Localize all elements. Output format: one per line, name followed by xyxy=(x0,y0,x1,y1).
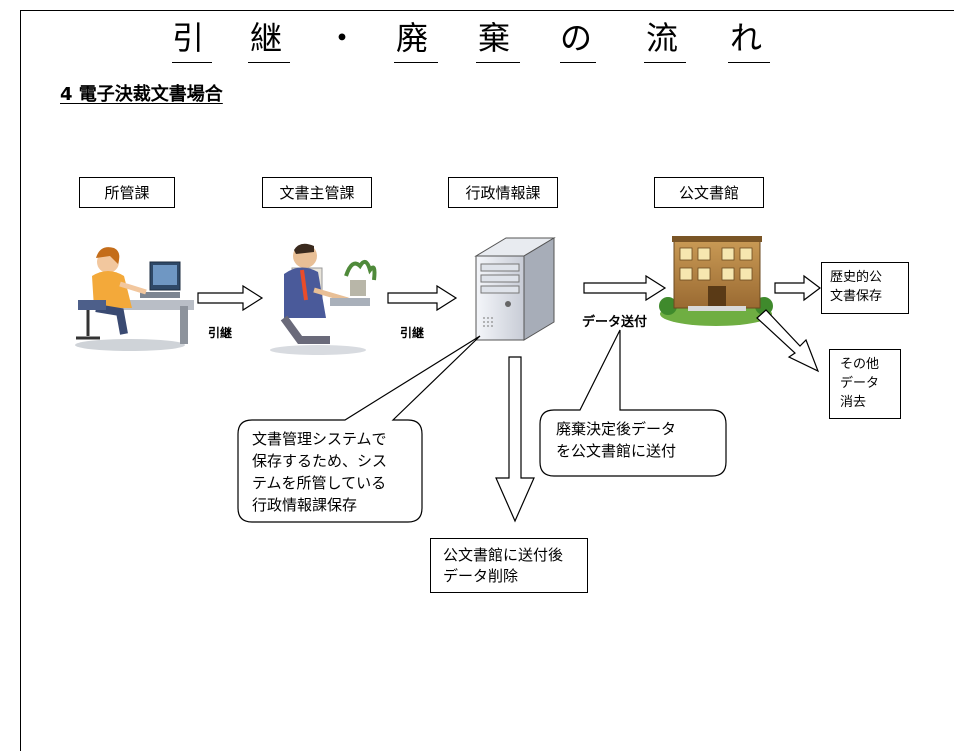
title-char: の xyxy=(560,19,593,57)
server-tower-icon xyxy=(474,237,556,341)
title-char: ・ xyxy=(326,19,359,57)
slide-frame xyxy=(20,10,954,751)
callout-system-text: 文書管理システムで 保存するため、シス テムを所管している 行政情報課保存 xyxy=(252,428,387,516)
callout-system-bubble xyxy=(237,335,481,523)
callout-line: 廃棄決定後データ xyxy=(556,420,677,438)
title-char: 廃 xyxy=(396,19,429,57)
callout-line: 行政情報課保存 xyxy=(252,496,358,514)
outcome-text-line: 公文書館に送付後 xyxy=(443,546,564,564)
callout-line: テムを所管している xyxy=(252,474,387,492)
callout-haiki-text: 廃棄決定後データ を公文書館に送付 xyxy=(556,418,676,462)
section-subtitle: 4 電子決裁文書場合 xyxy=(60,84,223,105)
diagram-graphics xyxy=(75,236,821,523)
title-char: 引 xyxy=(172,19,205,57)
archive-building-icon xyxy=(659,236,773,326)
man-at-computer-icon xyxy=(270,243,377,355)
outcome-text-line: その他 xyxy=(840,357,880,372)
outcome-text-line: 消去 xyxy=(840,395,867,410)
callout-haiki-bubble xyxy=(539,329,727,477)
title-char: 棄 xyxy=(478,19,511,57)
arrow-to-sonota xyxy=(756,309,820,373)
label-hikitsugi-2: 引継 xyxy=(400,326,425,340)
dept-box-gyosei: 行政情報課 xyxy=(448,177,558,208)
outcome-text-line: 歴史的公 xyxy=(830,270,883,285)
arrow-shokan-to-bunsho xyxy=(197,284,264,312)
label-data-soufu: データ送付 xyxy=(582,315,648,330)
callout-line: 保存するため、シス xyxy=(252,452,388,470)
title-char: 流 xyxy=(646,19,679,57)
dept-box-bunsho: 文書主管課 xyxy=(262,177,372,208)
dept-box-shokan: 所管課 xyxy=(79,177,175,208)
outcome-box-delete: 公文書館に送付後 データ削除 xyxy=(430,538,588,593)
arrow-gyosei-to-kobunsho xyxy=(583,274,667,302)
flow-arrows xyxy=(197,274,821,523)
outcome-text-line: 文書保存 xyxy=(830,289,883,304)
label-hikitsugi-1: 引継 xyxy=(208,326,233,340)
title-char: 継 xyxy=(250,19,283,57)
dept-box-kobunsho: 公文書館 xyxy=(654,177,764,208)
outcome-box-rekishi: 歴史的公 文書保存 xyxy=(821,262,909,314)
arrow-bunsho-to-gyosei xyxy=(387,284,458,312)
woman-at-computer-icon xyxy=(75,247,194,351)
outcome-text-line: データ削除 xyxy=(443,567,519,585)
arrow-down-delete xyxy=(495,356,535,523)
title-char: れ xyxy=(730,19,763,57)
arrow-to-rekishi xyxy=(774,274,821,302)
outcome-box-sonota: その他 データ 消去 xyxy=(829,349,901,419)
callout-line: 文書管理システムで xyxy=(252,430,387,448)
callout-line: を公文書館に送付 xyxy=(556,442,677,460)
outcome-text-line: データ xyxy=(840,376,880,391)
